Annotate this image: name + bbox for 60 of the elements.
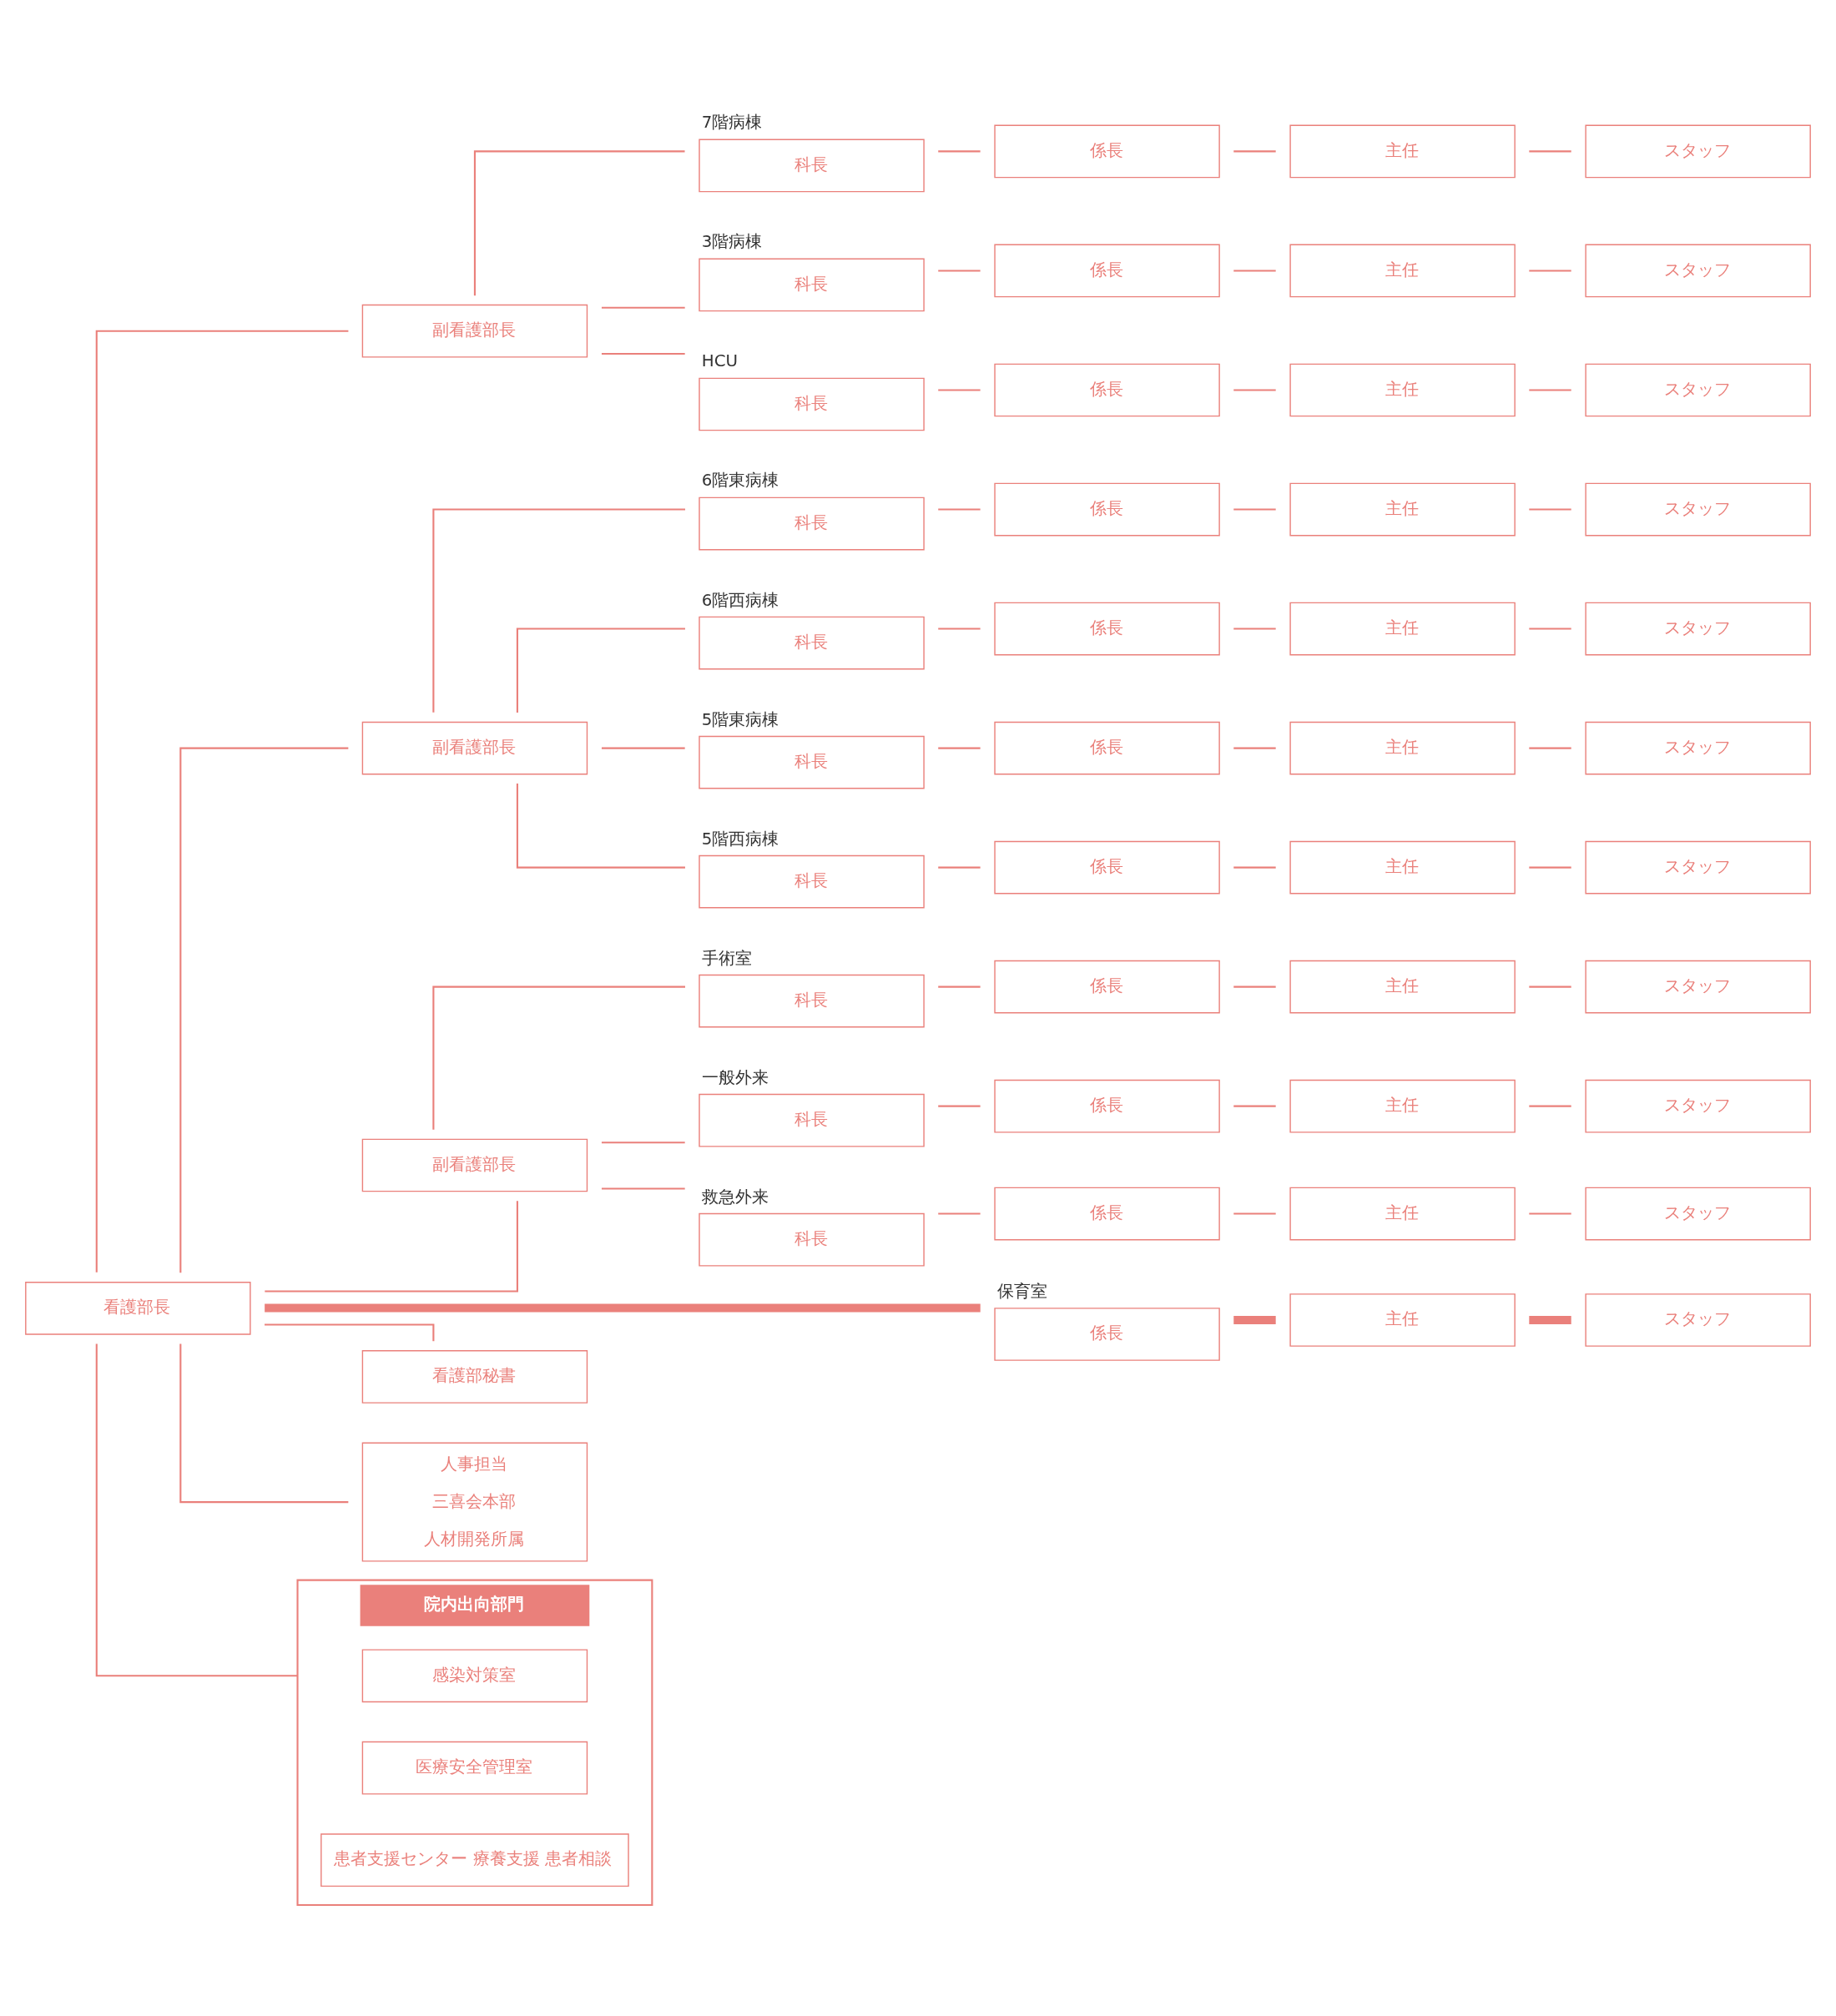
connector	[265, 1323, 435, 1341]
connector	[1529, 507, 1571, 511]
node-label: 一般外来	[701, 1067, 769, 1087]
connector	[473, 149, 685, 295]
connector	[1233, 1105, 1276, 1107]
node-label: 7階病棟	[701, 112, 763, 132]
connector	[601, 306, 685, 309]
node-label: 6階東病棟	[701, 470, 779, 490]
connector	[1233, 269, 1276, 272]
connector	[1529, 388, 1571, 391]
connector	[1233, 985, 1276, 988]
connector	[95, 330, 349, 1273]
node-label: 6階西病棟	[701, 590, 779, 610]
connector	[1233, 149, 1276, 152]
connector	[938, 507, 981, 511]
connector	[938, 627, 981, 630]
connector	[1529, 985, 1571, 988]
connector	[1529, 1315, 1571, 1324]
connector	[938, 269, 981, 272]
connector	[265, 1303, 981, 1312]
connector	[938, 1105, 981, 1107]
connector	[601, 747, 685, 749]
connector	[601, 1187, 685, 1189]
connector	[601, 352, 685, 355]
connector	[938, 1212, 981, 1215]
connector	[601, 1141, 685, 1143]
connector	[938, 388, 981, 391]
connector	[1233, 747, 1276, 749]
connector	[516, 627, 685, 713]
node-label: 5階西病棟	[701, 829, 779, 849]
connector	[179, 1343, 349, 1503]
connector	[1529, 1212, 1571, 1215]
connector	[1529, 269, 1571, 272]
connector	[1233, 507, 1276, 511]
connector	[1529, 627, 1571, 630]
connector	[432, 507, 685, 713]
node-label: 救急外来	[701, 1187, 769, 1207]
connector	[1529, 866, 1571, 869]
connector	[1529, 747, 1571, 749]
connector	[516, 783, 685, 869]
connector	[265, 1200, 518, 1293]
node-label: 5階東病棟	[701, 709, 779, 729]
node-label: 3階病棟	[701, 231, 763, 251]
node-label: 手術室	[701, 948, 752, 968]
connector	[1529, 149, 1571, 152]
connector	[1233, 1315, 1276, 1324]
connector	[432, 985, 685, 1130]
connector	[938, 149, 981, 152]
connector	[1233, 388, 1276, 391]
node-label: 保育室	[996, 1281, 1047, 1301]
connector	[1233, 1212, 1276, 1215]
connector	[938, 747, 981, 749]
connector	[938, 985, 981, 988]
connector	[1529, 1105, 1571, 1107]
connector	[95, 1343, 298, 1676]
connector	[1233, 866, 1276, 869]
connector	[938, 866, 981, 869]
connector	[1233, 627, 1276, 630]
node-label: HCU	[701, 350, 739, 370]
connector	[179, 747, 349, 1273]
